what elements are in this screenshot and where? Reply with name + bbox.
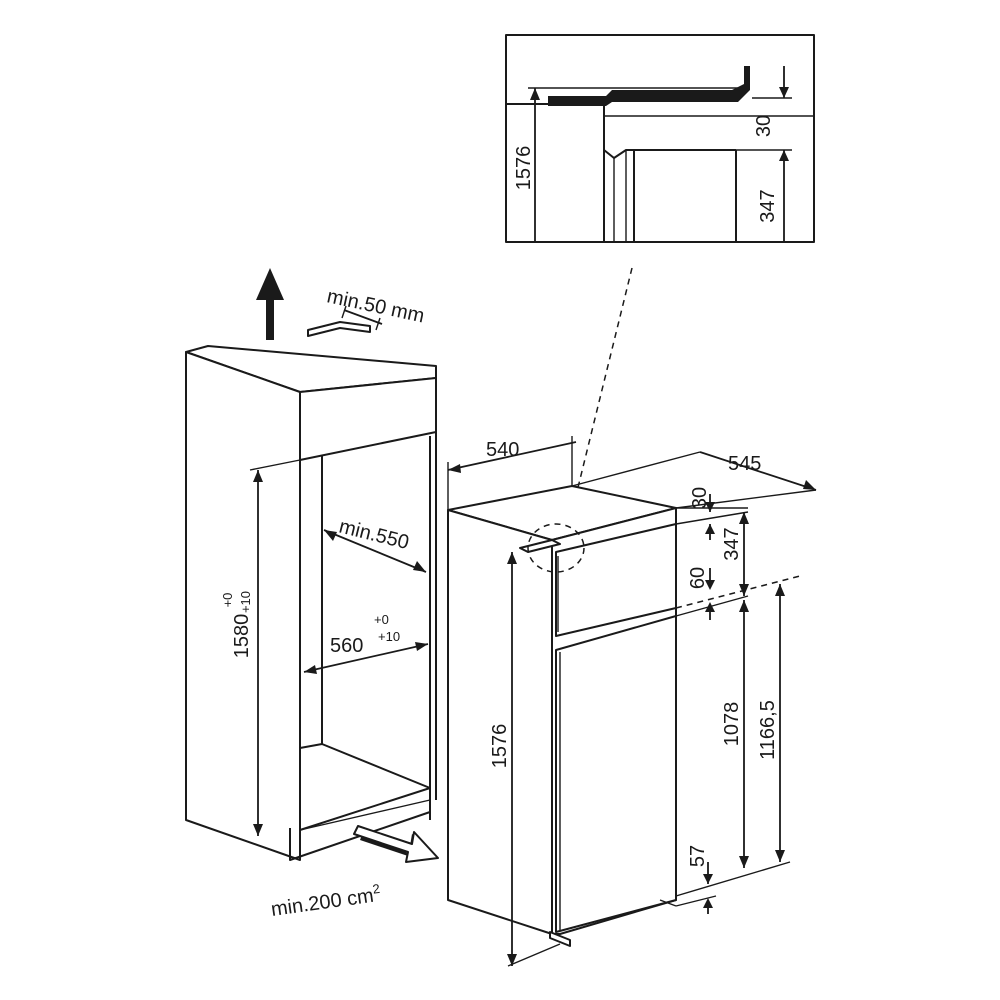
appliance-width-dimension-line bbox=[447, 441, 577, 471]
appliance-bottom-hinge bbox=[549, 931, 571, 947]
appliance-height-arrow-bottom bbox=[507, 954, 517, 966]
vent-bottom-superscript: 2 bbox=[372, 881, 381, 897]
vent-top-tick-a bbox=[341, 305, 347, 319]
appliance-fridge-total-arrow-a bbox=[775, 584, 785, 596]
appliance-freezer-arrow-b bbox=[739, 584, 749, 596]
niche-width-tol-upper: +0 bbox=[374, 612, 389, 627]
niche-height-tol-lower: +10 bbox=[238, 591, 253, 613]
appliance-width-label: 540 bbox=[486, 439, 519, 461]
detail-frame bbox=[505, 34, 815, 243]
appliance-width-arrow-a bbox=[448, 464, 461, 473]
appliance-door-gap-label: 60 bbox=[687, 567, 709, 589]
appliance-fridge-total-arrow-b bbox=[775, 850, 785, 862]
detail-hinge-plate bbox=[548, 66, 750, 106]
appliance-door-gap-arrow-a bbox=[705, 580, 715, 590]
appliance-depth-dimension-line bbox=[699, 451, 817, 491]
appliance-top-gap-label: 30 bbox=[689, 487, 711, 509]
niche-depth-dimension-line bbox=[323, 529, 427, 573]
appliance-fridge-arrow-a bbox=[739, 600, 749, 612]
niche-side-panel bbox=[185, 351, 301, 861]
niche-width-arrow-b bbox=[415, 642, 428, 651]
appliance-depth-arrow bbox=[803, 480, 816, 490]
niche-plinth-top bbox=[299, 799, 431, 831]
niche-floor bbox=[299, 743, 431, 831]
appliance-side-panel bbox=[447, 509, 553, 935]
appliance-bottom-gap-arrow-b bbox=[703, 898, 713, 908]
appliance-fridge-total-label: 1166,5 bbox=[757, 700, 779, 760]
detail-upper-arrow bbox=[779, 150, 789, 161]
detail-height-label: 1576 bbox=[513, 146, 535, 191]
niche-height-tol-upper: +0 bbox=[220, 593, 235, 608]
niche-height-arrow-bottom bbox=[253, 824, 263, 836]
niche-height-arrow-top bbox=[253, 470, 263, 482]
niche-depth-label: min.550 bbox=[337, 516, 411, 555]
detail-gap-arrow bbox=[779, 87, 789, 98]
niche-height-ext-top bbox=[249, 459, 301, 471]
appliance-height-ext-bottom bbox=[507, 943, 561, 967]
niche-top-vent-strip bbox=[307, 321, 371, 337]
appliance-depth-ext-a bbox=[571, 451, 701, 487]
niche-width-dimension-line bbox=[303, 643, 429, 673]
appliance-freezer-arrow-a bbox=[739, 512, 749, 524]
fridge-door bbox=[555, 615, 677, 933]
appliance-fridge-arrow-b bbox=[739, 856, 749, 868]
appliance-fridge-label: 1078 bbox=[721, 702, 743, 747]
vent-bottom-label: min.200 cm2 bbox=[269, 881, 382, 921]
detail-circle-marker bbox=[527, 523, 585, 573]
vent-top-dimension-line bbox=[343, 309, 383, 325]
niche-depth-arrow-a bbox=[324, 530, 337, 541]
appliance-ext-fridge-bottom bbox=[675, 861, 791, 897]
niche-width-tol-lower: +10 bbox=[378, 629, 400, 644]
niche-depth-arrow-b bbox=[413, 561, 426, 572]
detail-gap-label: 30 bbox=[753, 115, 775, 137]
niche-height-label: 1580 bbox=[231, 614, 253, 659]
appliance-top-gap-arrow-a bbox=[705, 502, 715, 512]
appliance-depth-ext-b bbox=[675, 489, 817, 509]
appliance-bottom-gap-arrow-a bbox=[703, 874, 713, 884]
vent-out-arrow-icon bbox=[256, 268, 284, 340]
appliance-freezer-label: 347 bbox=[721, 527, 743, 560]
niche-top-beam bbox=[299, 377, 437, 461]
detail-door-edge bbox=[603, 149, 635, 242]
appliance-height-label: 1576 bbox=[489, 724, 511, 769]
appliance-bottom-gap-label: 57 bbox=[687, 845, 709, 867]
niche-width-arrow-a bbox=[304, 665, 317, 674]
vent-bottom-text: min.200 cm bbox=[270, 885, 375, 921]
vent-top-tick-b bbox=[375, 317, 381, 331]
appliance-height-arrow-top bbox=[507, 552, 517, 564]
appliance-top-gap-arrow-b bbox=[705, 524, 715, 534]
detail-height-arrow bbox=[530, 88, 540, 100]
appliance-top-hinge bbox=[519, 539, 561, 553]
appliance-ext-bottom bbox=[675, 895, 717, 907]
appliance-body bbox=[447, 485, 677, 947]
niche-cabinet bbox=[185, 321, 437, 861]
appliance-ext-freezer-top bbox=[675, 511, 749, 525]
vent-in-arrow-outline bbox=[353, 825, 439, 863]
appliance-door-gap-arrow-b bbox=[705, 602, 715, 612]
appliance-depth-label: 545 bbox=[728, 453, 761, 475]
appliance-foot bbox=[659, 899, 677, 907]
niche-width-label: 560 bbox=[330, 635, 363, 657]
detail-inset: 1576 30 347 bbox=[505, 34, 815, 243]
detail-upper-label: 347 bbox=[757, 189, 779, 222]
